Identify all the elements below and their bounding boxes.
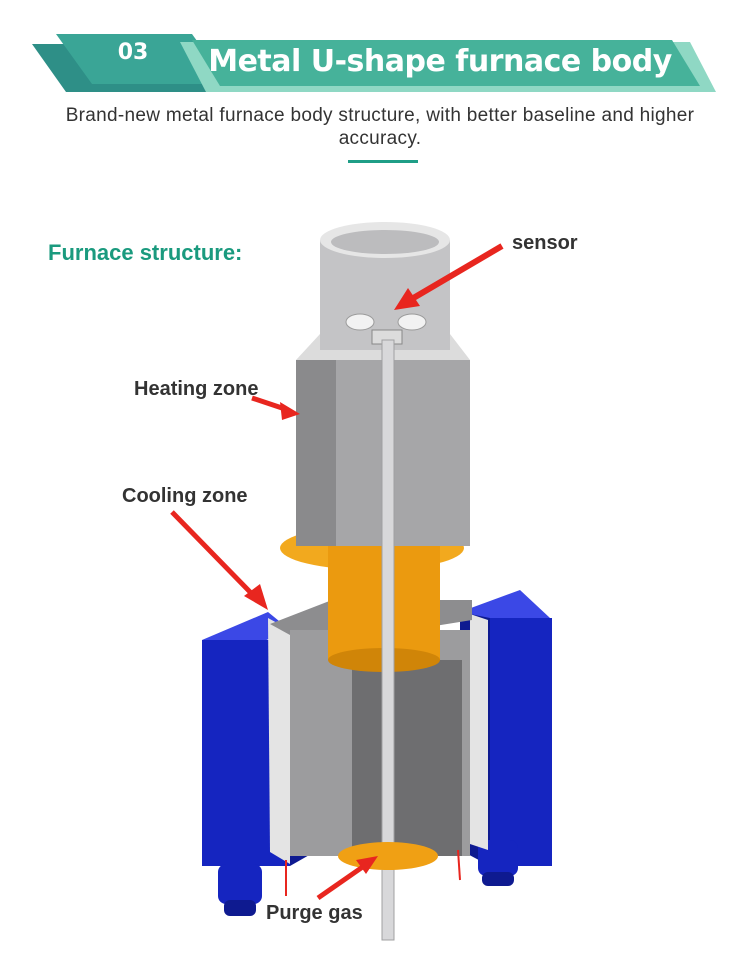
sensor-arrow bbox=[394, 243, 504, 310]
purge-line-right bbox=[457, 849, 461, 881]
left-insulation bbox=[268, 618, 290, 864]
left-foot-tip bbox=[224, 900, 256, 916]
right-insulation bbox=[470, 614, 488, 850]
accent-divider bbox=[348, 160, 418, 163]
subtitle: Brand-new metal furnace body structure, … bbox=[65, 105, 695, 149]
cooling-arrow bbox=[170, 510, 268, 610]
left-foot bbox=[218, 864, 262, 904]
heating-zone-label: Heating zone bbox=[134, 378, 259, 400]
furnace-illustration bbox=[170, 222, 552, 941]
right-block bbox=[490, 618, 552, 866]
heating-arrow bbox=[251, 395, 300, 420]
sensor-label: sensor bbox=[512, 232, 578, 254]
sensor-cup-right bbox=[397, 313, 427, 331]
right-foot-tip bbox=[482, 872, 514, 886]
purge-flange bbox=[338, 842, 438, 870]
section-heading: Furnace structure: bbox=[48, 240, 243, 265]
sensor-cup-left bbox=[345, 313, 375, 331]
purge-arrow bbox=[316, 856, 378, 901]
title-bar-shape bbox=[192, 40, 700, 86]
section-title: Metal U-shape furnace body bbox=[208, 44, 672, 79]
furnace-diagram: sensor Heating zone Cooling zone Purge g… bbox=[120, 200, 660, 957]
upper-cylinder-inner bbox=[331, 230, 439, 254]
cooling-zone-label: Cooling zone bbox=[122, 485, 248, 507]
section-number: 03 bbox=[117, 40, 149, 65]
purge-gas-label: Purge gas bbox=[266, 902, 363, 924]
heating-body-shade bbox=[296, 360, 336, 546]
banner-shapes bbox=[32, 34, 716, 92]
section-banner: 03 Metal U-shape furnace body bbox=[0, 0, 750, 100]
gray-block-cavity bbox=[352, 660, 462, 856]
center-rod bbox=[381, 339, 395, 941]
